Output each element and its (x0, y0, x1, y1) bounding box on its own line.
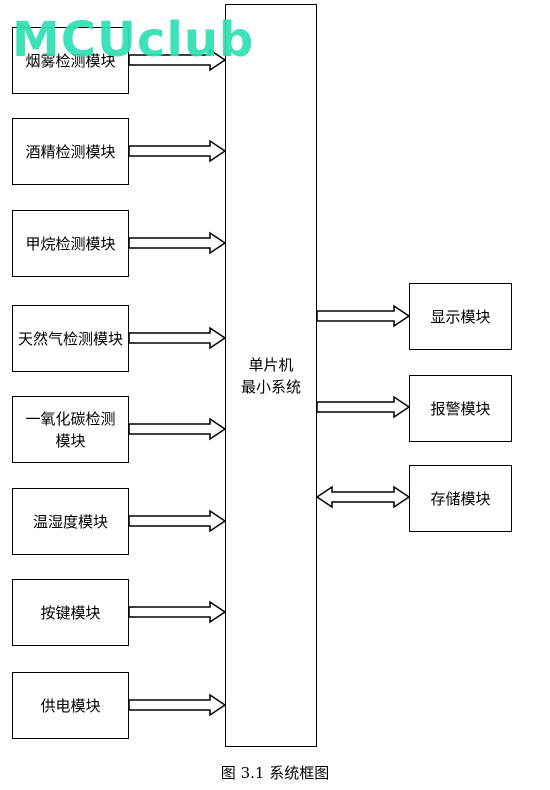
power-supply-module-box: 供电模块 (12, 672, 129, 739)
storage-module-box: 存储模块 (409, 465, 512, 532)
key-module-box: 按键模块 (12, 579, 129, 646)
module-label: 存储模块 (430, 489, 491, 508)
figure-caption: 图 3.1 系统框图 (220, 764, 330, 782)
module-label: 供电模块 (40, 696, 101, 715)
arrow-co-to-mcu (128, 417, 227, 441)
arrow-mcu-to-display (316, 304, 411, 328)
arrow-key-to-mcu (128, 600, 227, 624)
module-label: 烟雾检测模块 (25, 51, 116, 70)
arrow-gas-to-mcu (128, 326, 227, 350)
temperature-humidity-module-box: 温湿度模块 (12, 488, 129, 555)
alcohol-detection-module-box: 酒精检测模块 (12, 118, 129, 185)
module-label: 酒精检测模块 (25, 142, 116, 161)
arrow-temp-to-mcu (128, 509, 227, 533)
arrow-methane-to-mcu (128, 231, 227, 255)
arrow-power-to-mcu (128, 693, 227, 717)
arrow-mcu-to-alarm (316, 395, 411, 419)
carbon-monoxide-detection-module-box: 一氧化碳检测模块 (12, 396, 129, 463)
mcu-minimum-system-box: 单片机 最小系统 (225, 4, 317, 747)
mcu-label: 单片机 最小系统 (240, 355, 301, 396)
module-label: 显示模块 (430, 307, 491, 326)
module-label: 温湿度模块 (32, 512, 108, 531)
natural-gas-detection-module-box: 天然气检测模块 (12, 305, 129, 372)
module-label: 甲烷检测模块 (25, 234, 116, 253)
alarm-module-box: 报警模块 (409, 375, 512, 442)
arrow-smoke-to-mcu (128, 48, 227, 72)
module-label: 一氧化碳检测模块 (25, 409, 116, 450)
arrow-alcohol-to-mcu (128, 139, 227, 163)
display-module-box: 显示模块 (409, 283, 512, 350)
module-label: 天然气检测模块 (17, 329, 123, 348)
module-label: 报警模块 (430, 399, 491, 418)
module-label: 按键模块 (40, 603, 101, 622)
smoke-detection-module-box: 烟雾检测模块 (12, 27, 129, 94)
arrow-mcu-storage-bidirectional (315, 485, 411, 509)
methane-detection-module-box: 甲烷检测模块 (12, 210, 129, 277)
